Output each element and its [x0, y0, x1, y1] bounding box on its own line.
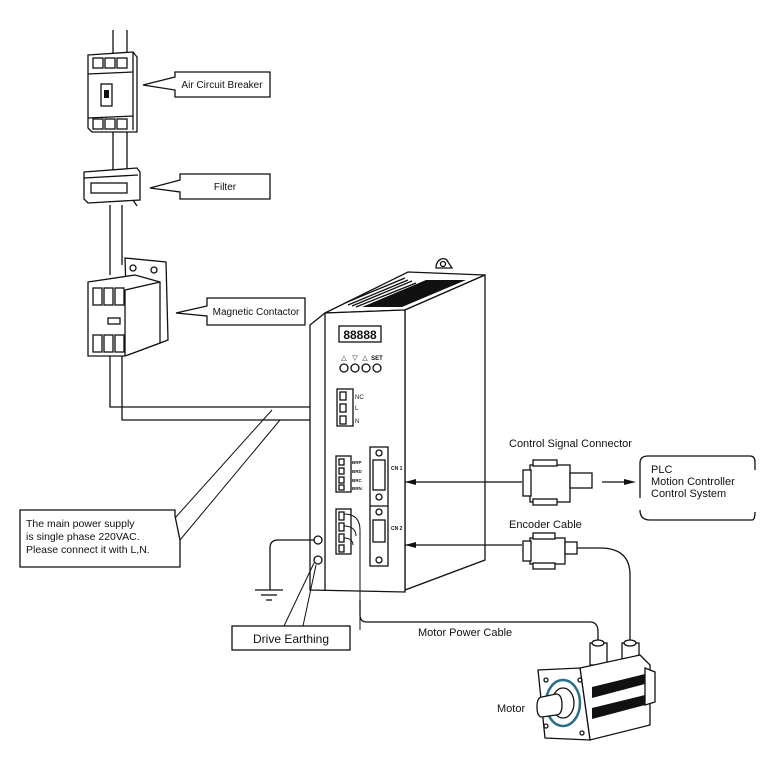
motor-label: Motor	[497, 703, 525, 715]
filter-callout: Filter	[149, 173, 271, 200]
contactor-label: Magnetic Contactor	[213, 307, 300, 318]
terminal-brn: BRN	[352, 486, 362, 491]
key-shift[interactable]	[361, 363, 371, 373]
note-line-3: Please connect it with L,N.	[26, 544, 150, 556]
key-label-down: ▽	[352, 355, 358, 362]
port-cn1: CN 1	[391, 466, 403, 472]
connector-plate: CN 1 CN 2	[369, 446, 403, 567]
motor-power-cable-label: Motor Power Cable	[418, 627, 512, 639]
ground-screw-2	[313, 555, 323, 565]
filter	[83, 167, 141, 207]
port-cn2: CN 2	[391, 526, 403, 532]
motor-terminal-block	[335, 508, 361, 630]
note-line-1: The main power supply	[26, 518, 135, 530]
key-set[interactable]	[372, 363, 382, 373]
key-label-up: △	[341, 355, 347, 362]
terminal-nc: NC	[355, 395, 364, 401]
magnetic-contactor	[87, 257, 169, 357]
motor-power-cable: Motor Power Cable	[359, 600, 599, 648]
encoder-wiring: Encoder Cable	[405, 519, 631, 648]
breaker-label: Air Circuit Breaker	[181, 80, 263, 91]
terminal-brp: BRP	[352, 460, 362, 465]
control-signal-connector	[522, 459, 593, 506]
control-connector-label: Control Signal Connector	[509, 438, 632, 450]
controller-line-2: Motion Controller	[651, 476, 735, 488]
brake-terminal-block: BRP BRD BRC BRN	[335, 455, 362, 493]
note-line-2: is single phase 220VAC.	[26, 531, 140, 543]
terminal-l: L	[355, 406, 359, 412]
controller-line-3: Control System	[651, 488, 726, 500]
encoder-cable-label: Encoder Cable	[509, 519, 582, 531]
air-circuit-breaker	[87, 51, 138, 133]
controller-box: PLC Motion Controller Control System	[639, 455, 756, 521]
contactor-callout: Magnetic Contactor	[175, 297, 306, 326]
key-label-shift: △	[362, 355, 368, 362]
controller-line-1: PLC	[651, 464, 672, 476]
terminal-brd: BRD	[352, 469, 362, 474]
encoder-connector	[522, 532, 578, 570]
terminal-n: N	[355, 419, 359, 425]
heatsink-vents	[344, 277, 466, 308]
breaker-callout: Air Circuit Breaker	[142, 71, 271, 98]
power-terminal-block: NC L N	[336, 388, 364, 427]
earthing-label: Drive Earthing	[253, 632, 329, 646]
terminal-brc: BRC	[352, 478, 362, 483]
power-supply-note: The main power supply is single phase 22…	[19, 409, 281, 568]
earthing: Drive Earthing	[231, 539, 351, 651]
key-up[interactable]	[339, 363, 349, 373]
servo-motor: Motor	[497, 639, 656, 741]
led-display: 88888	[343, 328, 377, 342]
key-down[interactable]	[350, 363, 360, 373]
control-signal-wiring: Control Signal Connector PLC Motion Cont…	[405, 438, 756, 521]
servo-drive: 88888 △ ▽ △ SET NC L N BRP BRD BRC	[309, 257, 486, 630]
filter-label: Filter	[214, 182, 237, 193]
key-label-set: SET	[371, 356, 383, 362]
